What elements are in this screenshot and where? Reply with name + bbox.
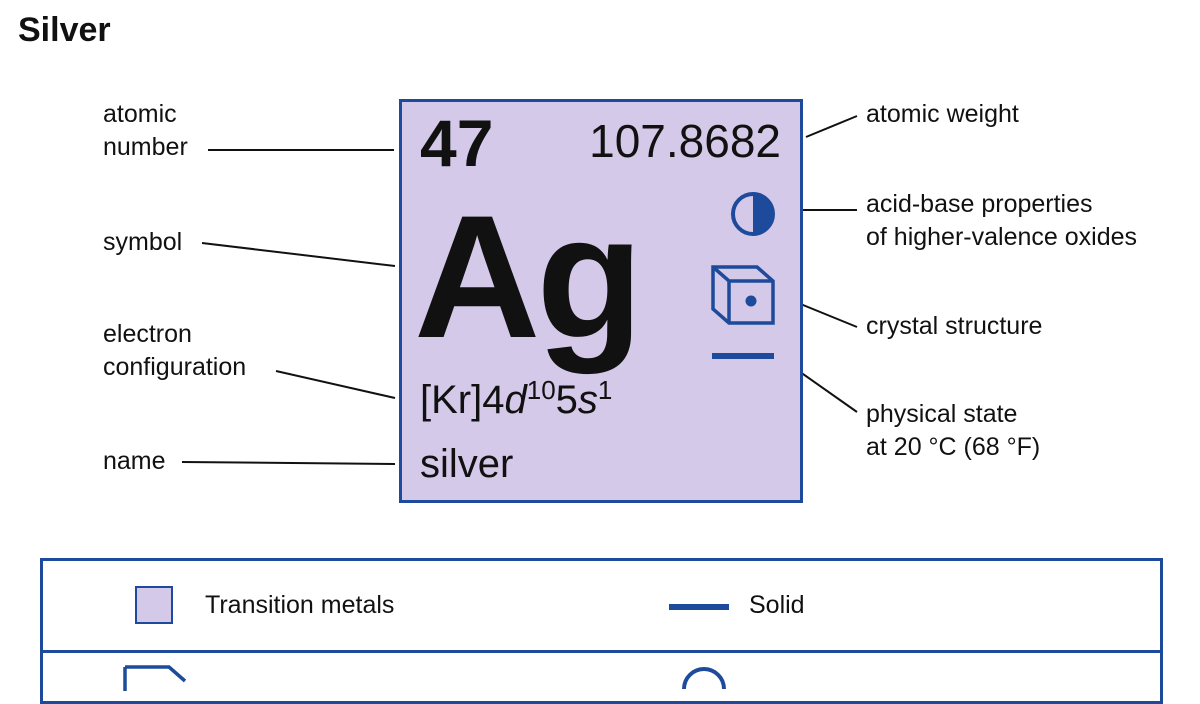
element-symbol: Ag bbox=[414, 180, 643, 375]
element-name: silver bbox=[420, 442, 514, 486]
solid-bar-icon bbox=[712, 353, 774, 359]
label-physical-state: physical state at 20 °C (68 °F) bbox=[866, 400, 1041, 461]
transition-metals-swatch bbox=[135, 586, 173, 624]
legend-solid-icon bbox=[669, 604, 729, 610]
element-card: 47 107.8682 Ag [Kr]4d105s1 silver bbox=[399, 99, 803, 503]
half-filled-circle-icon bbox=[731, 192, 775, 236]
label-symbol: symbol bbox=[103, 228, 183, 256]
label-acid-base: acid-base properties of higher-valence o… bbox=[866, 190, 1137, 251]
leader-symbol bbox=[201, 242, 396, 267]
label-crystal-structure: crystal structure bbox=[866, 312, 1043, 340]
legend-cube-icon bbox=[123, 665, 187, 691]
cube-with-dot-icon bbox=[711, 265, 775, 325]
label-atomic-weight: atomic weight bbox=[866, 100, 1019, 128]
leader-atomic-weight bbox=[805, 115, 858, 138]
label-atomic-number: atomic number bbox=[103, 100, 188, 161]
legend-circle-icon bbox=[682, 667, 726, 690]
leader-electron-config bbox=[275, 370, 396, 399]
electron-configuration: [Kr]4d105s1 bbox=[420, 375, 613, 422]
legend-divider bbox=[43, 650, 1160, 653]
atomic-number: 47 bbox=[420, 106, 494, 180]
legend-transition-metals: Transition metals bbox=[205, 591, 395, 619]
legend-solid: Solid bbox=[749, 591, 805, 619]
label-name: name bbox=[103, 447, 166, 475]
atomic-weight: 107.8682 bbox=[589, 115, 781, 167]
label-electron-configuration: electron configuration bbox=[103, 320, 247, 381]
legend: Transition metals Solid bbox=[40, 558, 1163, 704]
page-title: Silver bbox=[18, 11, 111, 49]
leader-name bbox=[181, 461, 396, 465]
